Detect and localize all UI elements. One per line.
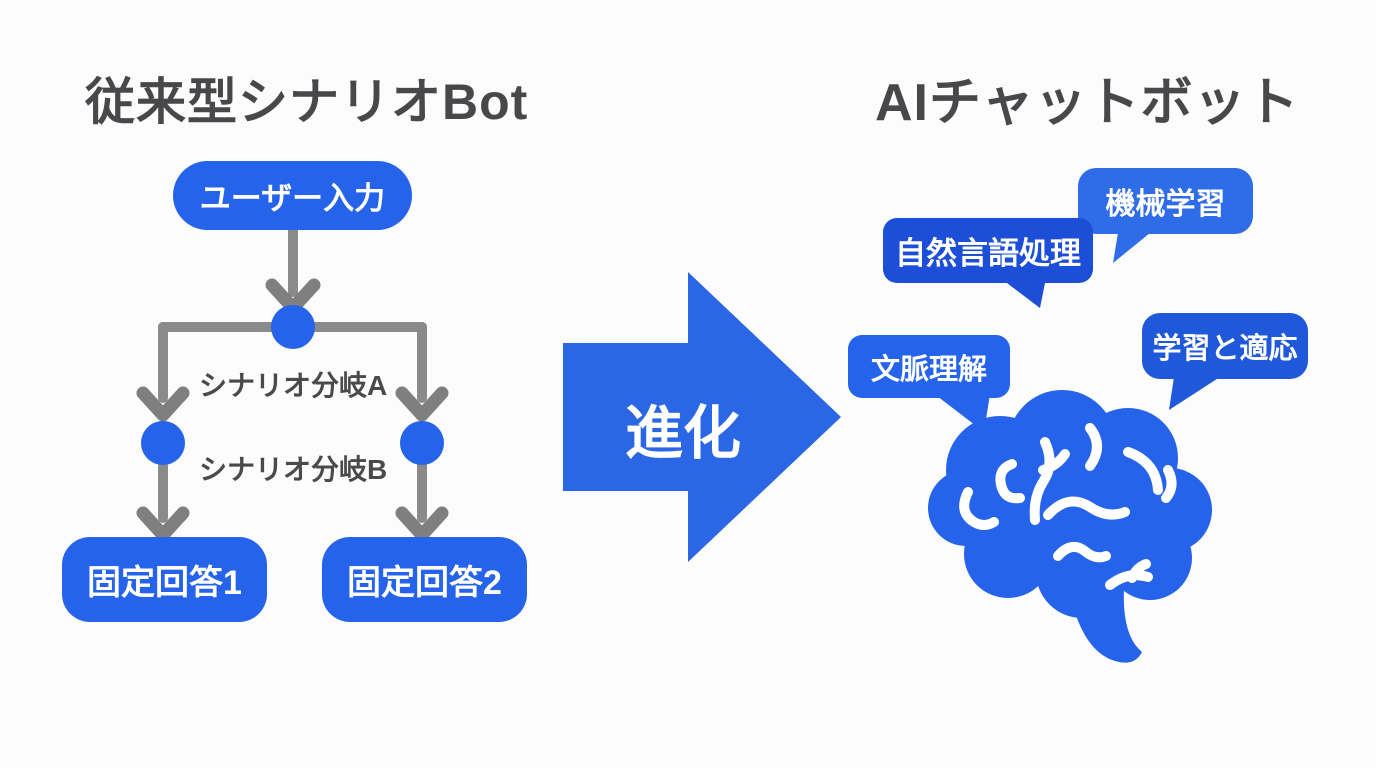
fixed-answer-node-2: 固定回答2 <box>322 537 527 622</box>
branch-label-b: シナリオ分岐B <box>199 454 388 485</box>
left-panel-title: 従来型シナリオBot <box>85 74 529 130</box>
flow-node-dots <box>141 305 444 465</box>
flow-connectors <box>158 224 427 523</box>
arrowhead-down-icon <box>395 386 449 422</box>
evolution-label: 進化 <box>624 401 741 466</box>
speech-bubble-machine-learning: 機械学習 <box>1078 168 1253 234</box>
right-panel-title: AIチャットボット <box>875 74 1300 132</box>
brain-icon <box>928 390 1212 663</box>
flow-node-dot-root <box>271 305 315 349</box>
bubble-tail-machine-learning <box>1113 233 1150 263</box>
speech-bubble-adaptation: 学習と適応 <box>1142 313 1308 379</box>
arrowhead-down-icon <box>136 386 190 422</box>
branch-label-a: シナリオ分岐A <box>199 370 388 401</box>
speech-bubble-tails <box>937 233 1220 432</box>
speech-bubble-nlp: 自然言語処理 <box>883 218 1093 283</box>
bubble-tail-adaptation <box>1169 377 1220 410</box>
fixed-answer-node-1: 固定回答1 <box>62 537 267 622</box>
user-input-node: ユーザー入力 <box>173 161 412 230</box>
flow-node-dot-right <box>400 421 444 465</box>
arrowhead-down-icon <box>136 506 190 542</box>
bubble-tail-nlp <box>1003 278 1046 308</box>
evolution-arrow-icon <box>563 272 841 562</box>
flow-node-dot-left <box>141 421 185 465</box>
arrowhead-down-icon <box>395 506 449 542</box>
speech-bubble-context: 文脈理解 <box>848 335 1010 398</box>
